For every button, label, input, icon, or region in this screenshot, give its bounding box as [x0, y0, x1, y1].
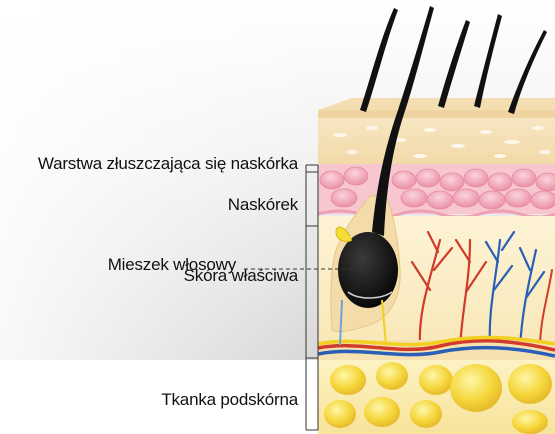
skin-top-face — [318, 98, 555, 118]
label-stratum-corneum: Warstwa złuszczająca się naskórka — [4, 154, 298, 174]
stratum-corneum-layer — [318, 118, 555, 164]
label-dermis: Skóra właściwa — [60, 266, 298, 286]
label-epidermis: Naskórek — [100, 195, 298, 215]
vessel-band — [318, 338, 555, 360]
label-subcutis: Tkanka podskórna — [60, 390, 298, 410]
layer-bracket — [306, 165, 318, 430]
epidermis-layer — [318, 164, 555, 217]
subcutis-layer — [318, 360, 555, 434]
